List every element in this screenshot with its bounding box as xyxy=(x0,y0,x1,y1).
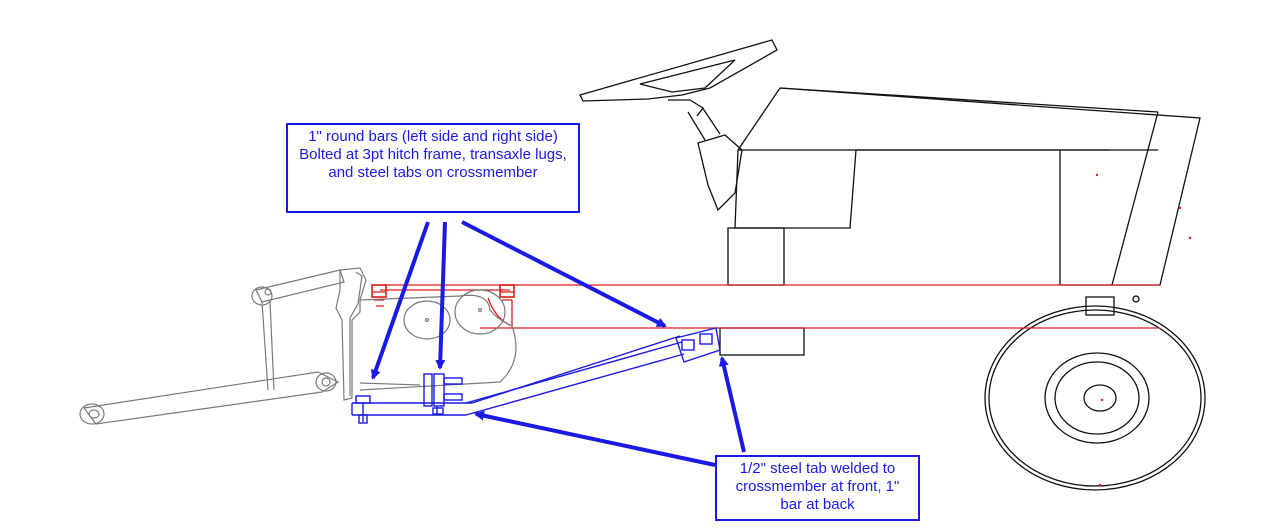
annotation-arrows xyxy=(370,220,746,467)
callout-steel-tab: 1/2" steel tab welded to crossmember at … xyxy=(715,455,920,521)
callout-round-bars: 1" round bars (left side and right side)… xyxy=(286,123,580,213)
hitch-bolt-right xyxy=(423,373,433,407)
lower-body-block xyxy=(727,227,785,286)
footrest-block xyxy=(719,327,805,356)
front-wheel xyxy=(984,305,1206,491)
hitch-frame xyxy=(79,267,517,425)
hood xyxy=(734,87,1201,286)
dash-panel xyxy=(697,134,743,212)
steering-wheel xyxy=(579,39,778,141)
arrow-to-steel-tab xyxy=(718,356,746,453)
arrow-to-bar-back xyxy=(474,410,716,467)
steel-tab xyxy=(675,327,721,363)
brace-bars xyxy=(351,327,721,424)
arrow-to-crossmember-tab xyxy=(461,220,667,328)
arrow-to-transaxle-lug xyxy=(435,221,447,370)
arrow-to-hitch-bolt xyxy=(370,221,430,380)
hood-dots xyxy=(1095,173,1192,487)
tractor-body xyxy=(579,39,1206,491)
hitch-bolt-left xyxy=(355,395,371,404)
